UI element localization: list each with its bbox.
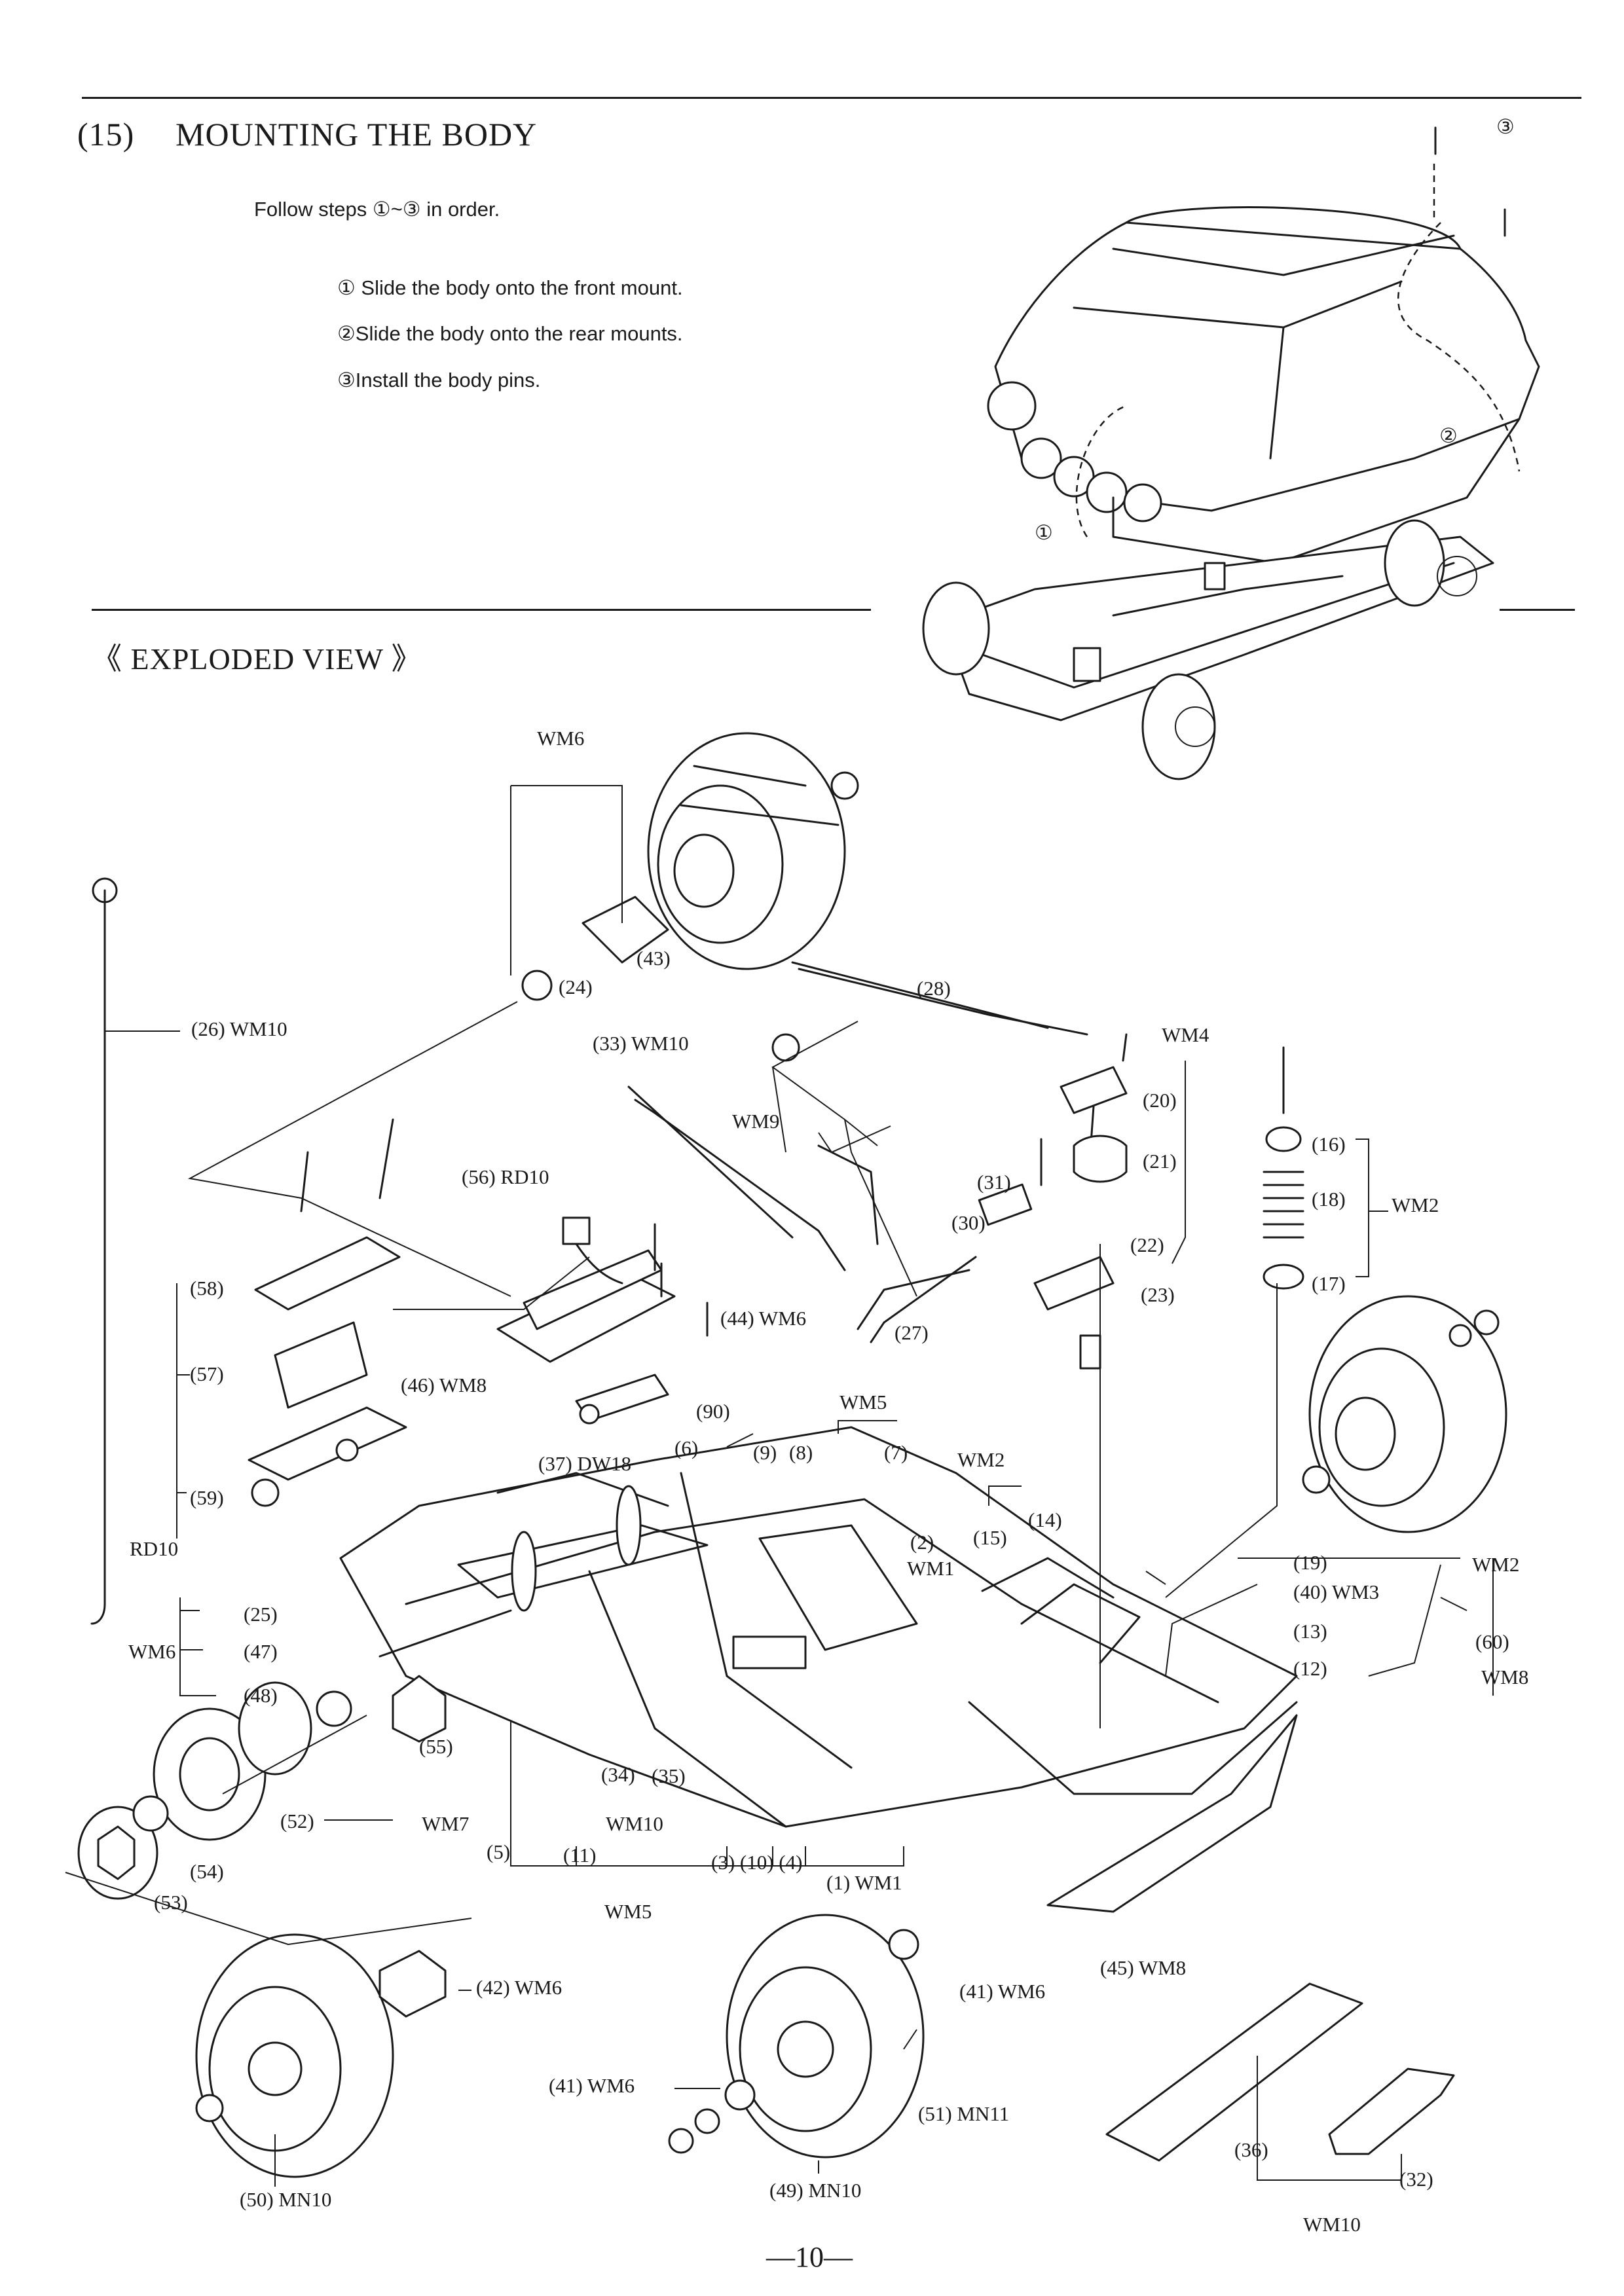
- label-26: (26) WM10: [191, 1017, 287, 1040]
- label-15: (15): [973, 1526, 1007, 1549]
- label-33: (33) WM10: [593, 1032, 689, 1055]
- label-37: (37) DW18: [538, 1452, 632, 1475]
- label-wm10-mid: WM10: [606, 1812, 663, 1835]
- label-90: (90): [696, 1400, 730, 1423]
- label-55: (55): [419, 1735, 453, 1758]
- intro-text: Follow steps ①~③ in order.: [254, 198, 500, 221]
- step-2: ②Slide the body onto the rear mounts.: [337, 322, 683, 345]
- label-5: (5): [487, 1840, 511, 1863]
- label-wm7: WM7: [422, 1812, 470, 1835]
- label-14: (14): [1028, 1508, 1062, 1531]
- label-wm5-bottom: WM5: [604, 1900, 652, 1923]
- label-27: (27): [895, 1321, 929, 1344]
- label-60: (60): [1475, 1630, 1509, 1653]
- step-3: ③Install the body pins.: [337, 369, 541, 392]
- label-wm10-bottom: WM10: [1303, 2213, 1361, 2236]
- label-46: (46) WM8: [401, 1374, 487, 1396]
- label-23: (23): [1141, 1283, 1175, 1306]
- plate-36: [1105, 1982, 1363, 2162]
- label-18: (18): [1312, 1188, 1346, 1211]
- top-rule: [82, 97, 1581, 99]
- label-40: (40) WM3: [1293, 1580, 1380, 1603]
- label-1: (1) WM1: [826, 1871, 902, 1894]
- label-57: (57): [190, 1362, 224, 1385]
- label-wm9: WM9: [732, 1110, 780, 1133]
- label-6: (6): [674, 1436, 699, 1459]
- label-wm2-right: WM2: [1392, 1194, 1439, 1216]
- label-9: (9): [753, 1441, 777, 1464]
- label-16: (16): [1312, 1133, 1346, 1156]
- callout-step-3: ③: [1496, 115, 1515, 138]
- label-35: (35): [652, 1764, 686, 1787]
- label-31: (31): [977, 1171, 1011, 1194]
- label-43: (43): [637, 947, 671, 970]
- step-1: ① Slide the body onto the front mount.: [337, 276, 683, 299]
- label-wm5-top: WM5: [840, 1391, 887, 1413]
- label-12: (12): [1293, 1657, 1327, 1680]
- label-3-10-4: (3) (10) (4): [711, 1851, 803, 1874]
- label-53: (53): [154, 1891, 188, 1914]
- label-wm1-a: WM1: [907, 1557, 955, 1580]
- label-58: (58): [190, 1277, 224, 1300]
- exploded-view-title: 《 EXPLODED VIEW 》: [92, 642, 422, 676]
- section-divider-right: [1500, 609, 1575, 611]
- label-52: (52): [280, 1810, 314, 1832]
- label-11: (11): [563, 1844, 597, 1867]
- section-divider: [92, 609, 871, 611]
- label-21: (21): [1143, 1150, 1177, 1173]
- label-41b: (41) WM6: [549, 2074, 635, 2097]
- label-8: (8): [789, 1441, 813, 1464]
- label-51: (51) MN11: [918, 2102, 1010, 2125]
- label-13: (13): [1293, 1620, 1327, 1643]
- label-wm2-mid: WM2: [957, 1448, 1005, 1471]
- label-2: (2): [910, 1531, 934, 1554]
- label-wm8-right: WM8: [1481, 1666, 1529, 1688]
- label-54: (54): [190, 1860, 224, 1883]
- label-32: (32): [1399, 2168, 1433, 2191]
- label-7: (7): [884, 1441, 908, 1464]
- label-28: (28): [917, 977, 951, 1000]
- label-24: (24): [559, 975, 593, 998]
- label-wm6-left: WM6: [128, 1640, 176, 1663]
- label-17: (17): [1312, 1272, 1346, 1295]
- rod-26: [90, 889, 106, 1625]
- label-49: (49) MN10: [769, 2179, 862, 2202]
- label-45: (45) WM8: [1100, 1956, 1187, 1979]
- label-wm2-right-2: WM2: [1472, 1553, 1520, 1576]
- label-20: (20): [1143, 1089, 1177, 1112]
- callout-step-1: ①: [1035, 521, 1053, 544]
- car-body-illustration: [922, 126, 1540, 780]
- callout-step-2: ②: [1439, 424, 1458, 447]
- main-chassis-drawing: [339, 1426, 1298, 1913]
- section-number: (15): [77, 116, 135, 153]
- label-50: (50) MN10: [240, 2188, 332, 2211]
- label-41a: (41) WM6: [959, 1980, 1046, 2003]
- label-59: (59): [190, 1486, 224, 1509]
- label-47: (47): [244, 1640, 278, 1663]
- label-36: (36): [1234, 2138, 1268, 2161]
- label-19: (19): [1293, 1551, 1327, 1574]
- page-number: —10—: [766, 2241, 853, 2273]
- label-44: (44) WM6: [720, 1307, 807, 1330]
- label-30: (30): [951, 1211, 986, 1234]
- label-22: (22): [1130, 1233, 1164, 1256]
- section-title: MOUNTING THE BODY: [175, 116, 538, 153]
- label-48: (48): [244, 1684, 278, 1707]
- label-wm6-top: WM6: [537, 727, 585, 750]
- label-rd10: RD10: [130, 1537, 179, 1560]
- bracket-32: [1328, 2068, 1455, 2155]
- label-42: (42) WM6: [476, 1976, 563, 1999]
- label-wm4: WM4: [1162, 1023, 1209, 1046]
- label-34: (34): [601, 1763, 635, 1786]
- label-56: (56) RD10: [462, 1165, 549, 1188]
- label-25: (25): [244, 1603, 278, 1626]
